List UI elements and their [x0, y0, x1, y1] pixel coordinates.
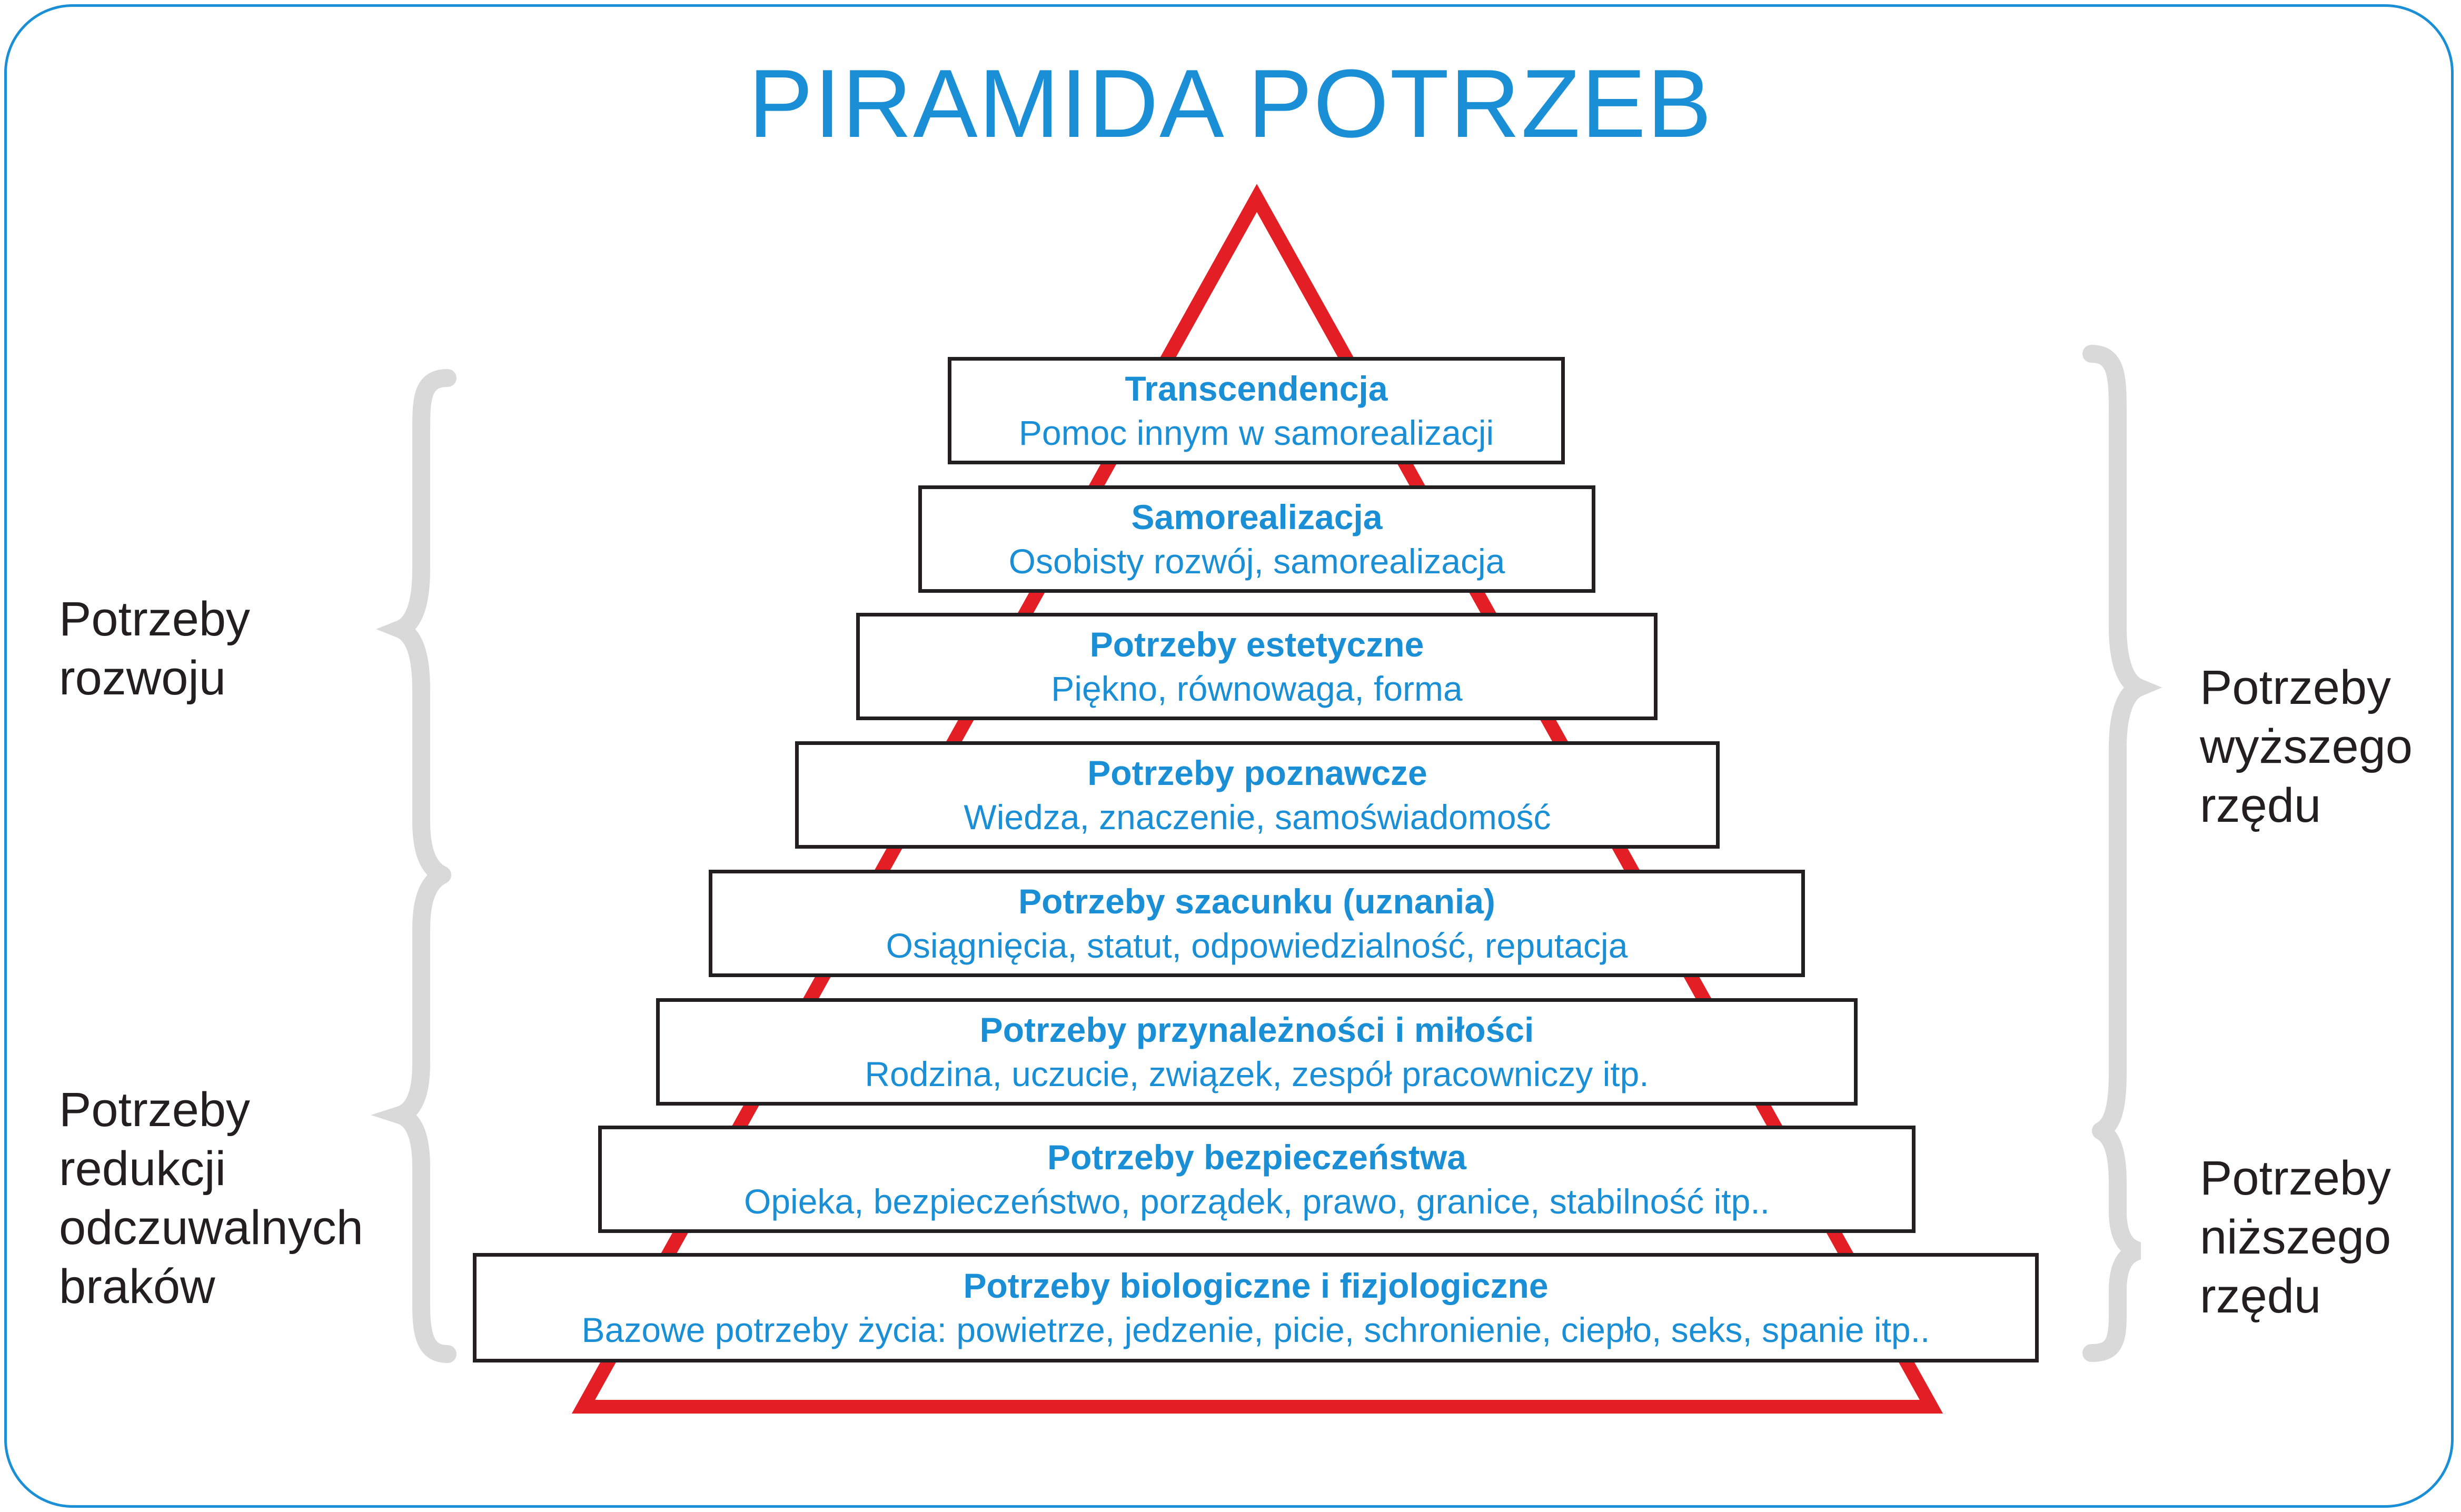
level-description: Pomoc innym w samorealizacji	[1018, 413, 1494, 452]
pyramid-level-belonging: Potrzeby przynależności i miłości Rodzin…	[656, 998, 1858, 1106]
level-description: Piękno, równowaga, forma	[1051, 669, 1463, 708]
pyramid-level-cognitive: Potrzeby poznawcze Wiedza, znaczenie, sa…	[795, 741, 1720, 849]
pyramid-level-self-actualization: Samorealizacja Osobisty rozwój, samoreal…	[918, 485, 1595, 593]
pyramid-level-esteem: Potrzeby szacunku (uznania) Osiągnięcia,…	[709, 870, 1805, 977]
level-description: Osiągnięcia, statut, odpowiedzialność, r…	[886, 926, 1628, 965]
right-brace-lower	[2082, 1122, 2142, 1362]
level-description: Osobisty rozwój, samorealizacja	[1008, 542, 1505, 581]
pyramid-level-transcendence: Transcendencja Pomoc innym w samorealiza…	[948, 357, 1565, 464]
level-name: Potrzeby poznawcze	[1087, 753, 1427, 792]
left-brace-lower	[371, 866, 457, 1363]
right-brace-upper	[2082, 345, 2162, 1140]
left-label-growth-needs: Potrzeby rozwoju	[59, 592, 251, 705]
level-name: Samorealizacja	[1131, 498, 1383, 536]
page-title: PIRAMIDA POTRZEB	[748, 49, 1713, 157]
level-description: Rodzina, uczucie, związek, zespół pracow…	[865, 1055, 1649, 1093]
left-brace-upper	[376, 369, 457, 884]
pyramid-level-safety: Potrzeby bezpieczeństwa Opieka, bezpiecz…	[598, 1126, 1916, 1233]
right-label-lower-needs: Potrzeby niższego rzędu	[2200, 1151, 2391, 1323]
level-name: Potrzeby szacunku (uznania)	[1018, 882, 1495, 921]
level-description: Opieka, bezpieczeństwo, porządek, prawo,…	[743, 1182, 1770, 1221]
level-name: Potrzeby biologiczne i fizjologiczne	[963, 1266, 1549, 1305]
left-label-deficiency-needs: Potrzeby redukcji odczuwalnych braków	[59, 1083, 363, 1314]
level-name: Transcendencja	[1125, 369, 1388, 408]
level-name: Potrzeby estetyczne	[1089, 625, 1424, 664]
level-name: Potrzeby przynależności i miłości	[979, 1010, 1534, 1049]
pyramid-level-physiological: Potrzeby biologiczne i fizjologiczne Baz…	[473, 1253, 2039, 1362]
right-label-higher-needs: Potrzeby wyższego rzędu	[2200, 661, 2413, 832]
level-name: Potrzeby bezpieczeństwa	[1047, 1138, 1466, 1177]
level-description: Bazowe potrzeby życia: powietrze, jedzen…	[581, 1310, 1930, 1349]
pyramid-level-aesthetic: Potrzeby estetyczne Piękno, równowaga, f…	[856, 613, 1658, 720]
level-description: Wiedza, znaczenie, samoświadomość	[964, 798, 1551, 837]
